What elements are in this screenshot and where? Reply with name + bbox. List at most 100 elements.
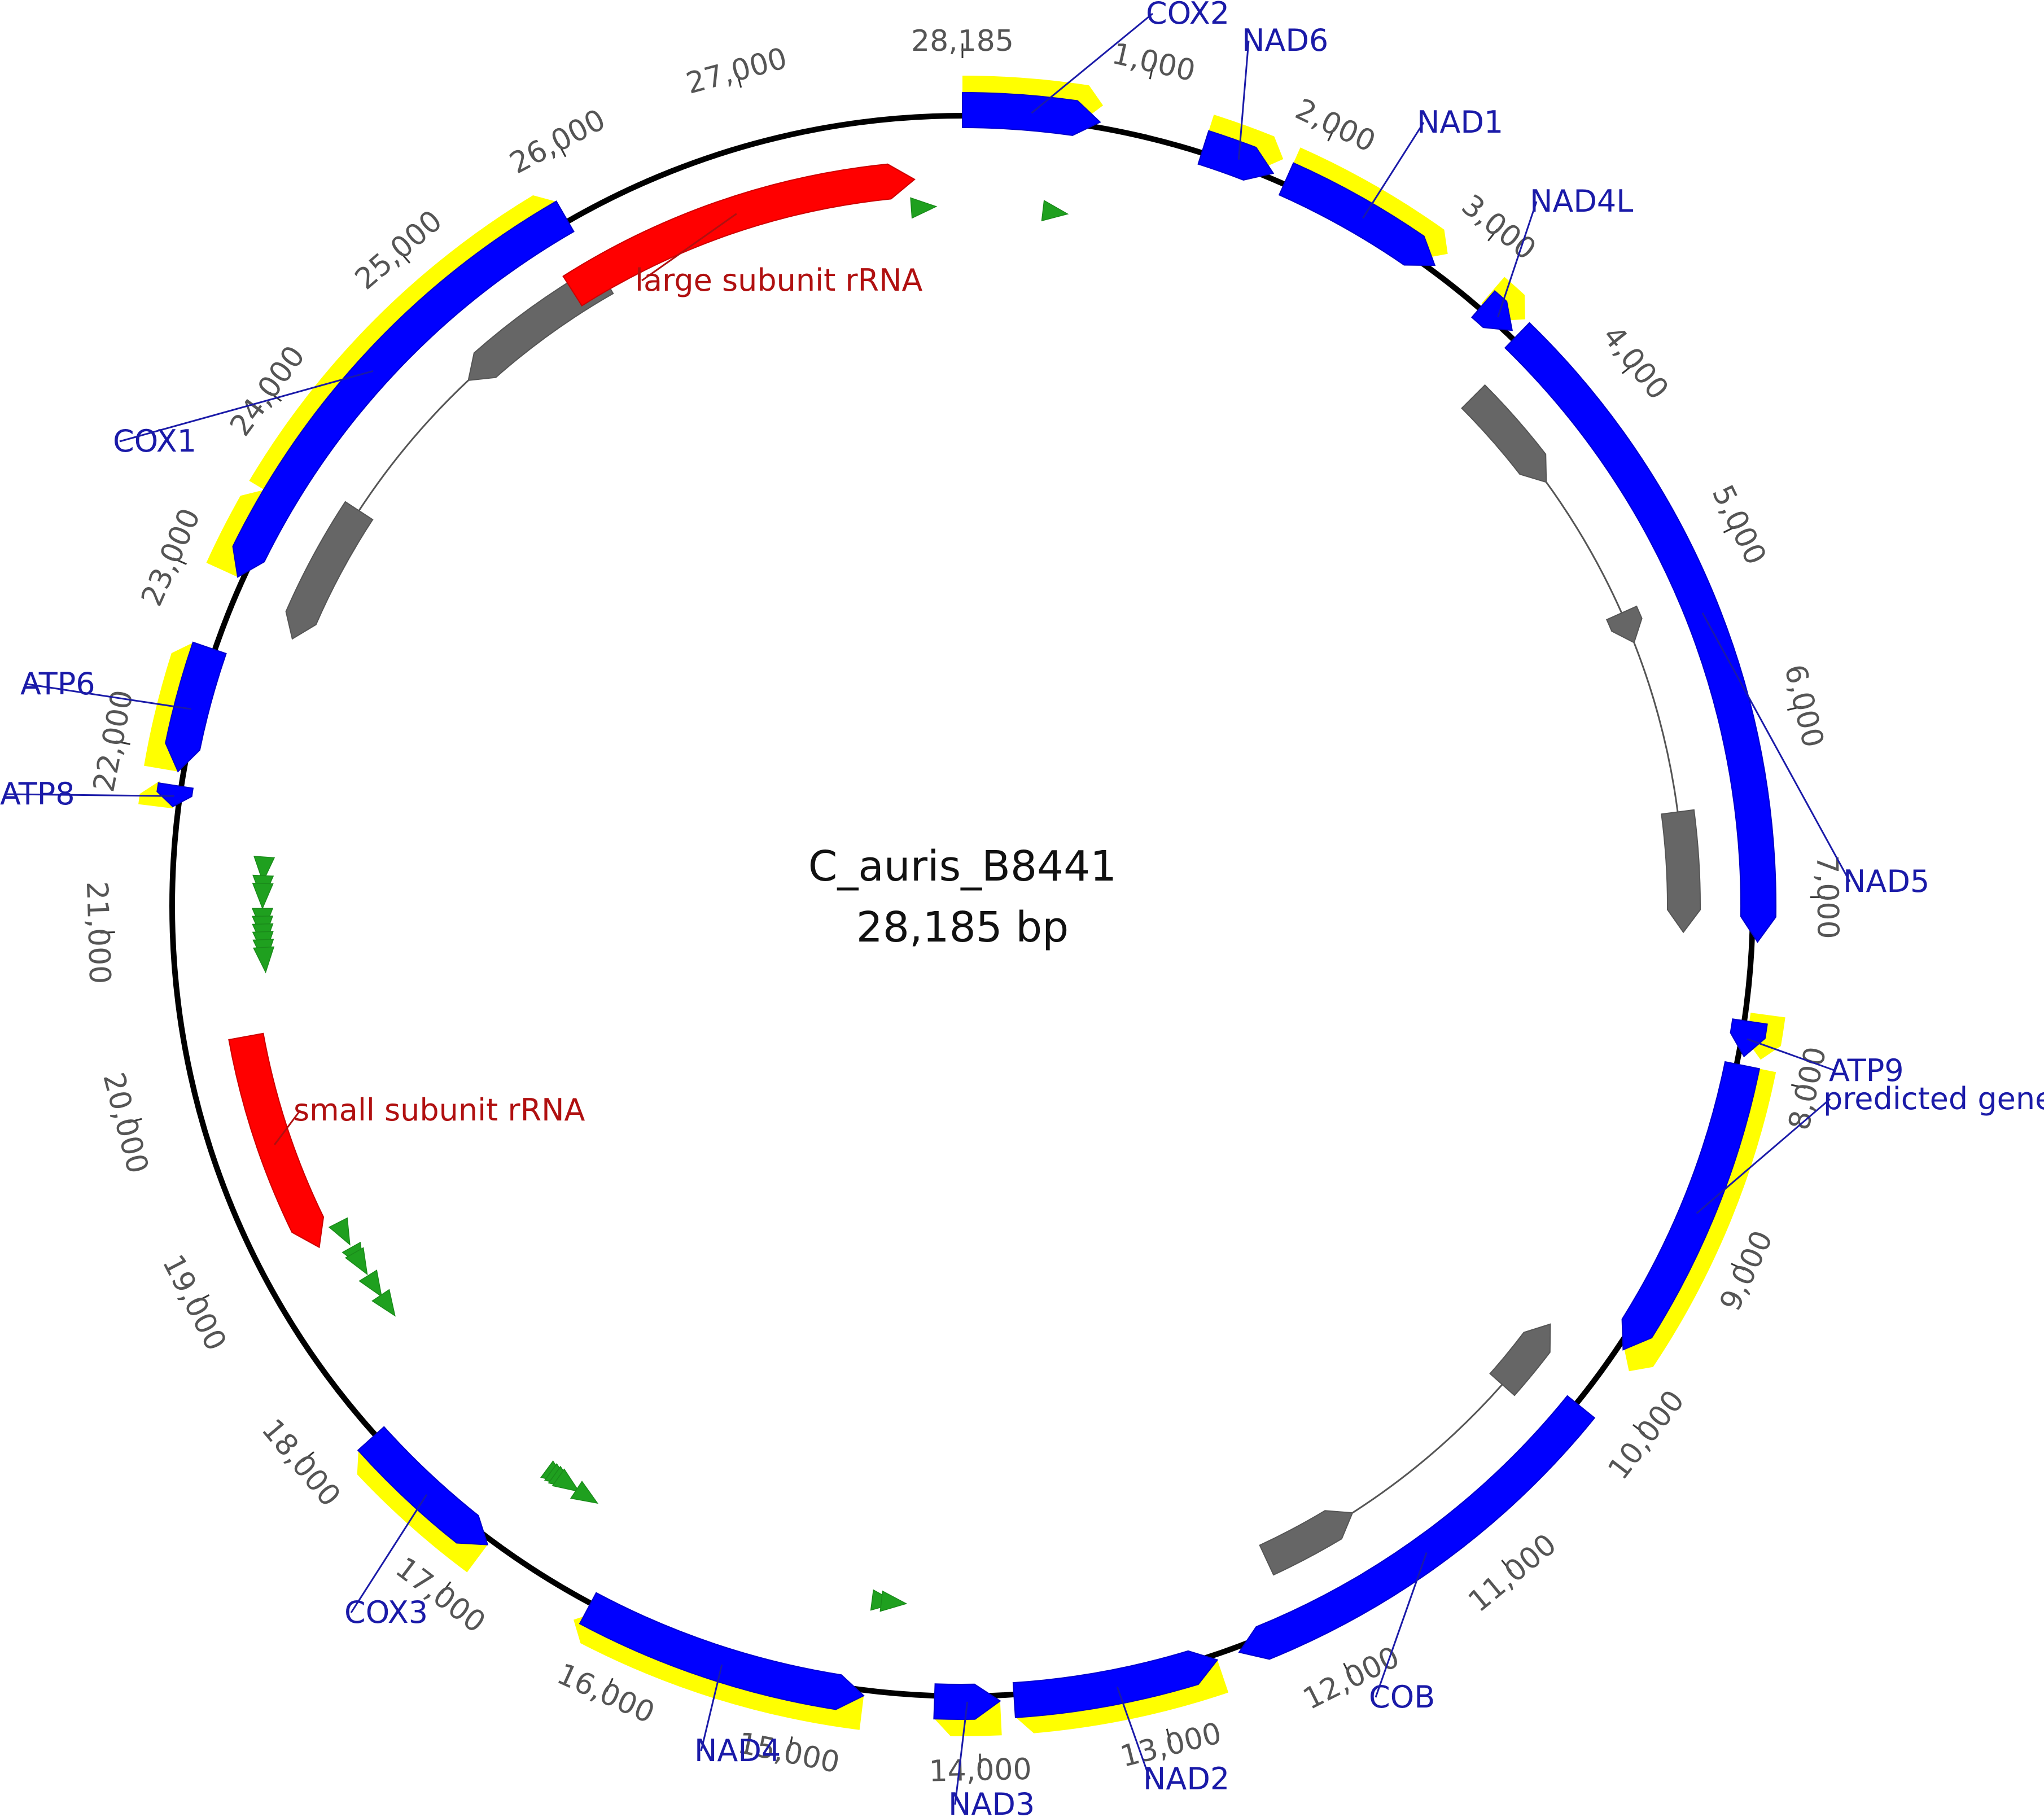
label-leader-line [1497,201,1538,318]
label-leader-line [1116,1686,1151,1780]
tick-mark [1731,1263,1745,1271]
label-leader-line [1747,1038,1836,1072]
trna-marker [358,1269,383,1298]
gene-label: COX2 [1146,0,1229,31]
label-leader-line [1031,12,1153,114]
tick-label: 1,000 [1109,37,1198,88]
trna-marker [344,1247,368,1276]
tick-mark [1787,706,1802,711]
tick-mark [1149,64,1154,80]
tick-mark [1343,1662,1351,1677]
tick-label: 21,000 [80,881,117,985]
tick-label: 22,000 [87,688,140,795]
gene-arrow [1238,1395,1596,1660]
gene-arrow [1197,130,1275,181]
gene-label: NAD2 [1143,1761,1229,1797]
gene-arrow [933,1683,1001,1720]
tick-label: 4,000 [1596,319,1675,406]
tick-mark [1487,229,1498,242]
label-leader-line [27,683,192,710]
tick-mark [399,251,411,264]
gene-label: ATP6 [20,666,95,702]
gene-arrow [156,782,194,808]
gene-arrow [232,200,575,578]
inner-feature-layer [228,163,1701,1612]
trna-marker [371,1289,396,1317]
tick-mark [127,1118,142,1124]
tick-mark [100,931,115,934]
tick-label: 14,000 [929,1753,1032,1789]
tick-label: 11,000 [1462,1527,1563,1619]
gene-arrow [1504,322,1776,943]
map-length: 28,185 bp [856,903,1069,952]
gene-arrow [579,1592,865,1710]
gene-arrow [1278,162,1436,266]
gene-label: NAD5 [1843,864,1929,899]
tick-mark [1723,525,1737,533]
tick-mark [1621,364,1634,374]
label-leader-line [6,793,174,797]
orf-link-arc [1352,1383,1503,1514]
orf-link-layer [358,379,1679,1514]
tick-mark [606,1678,614,1692]
gene-label: ATP9 [1829,1053,1904,1088]
trna-marker [570,1481,599,1504]
gene-label: COB [1369,1679,1435,1715]
tick-label: 10,000 [1601,1384,1691,1486]
orf-arrow [1461,384,1547,483]
tick-label: 18,000 [255,1413,347,1513]
tick-label: 5,000 [1705,480,1772,570]
tick-mark [173,557,187,565]
label-leader-line [1701,612,1851,882]
label-leader-line [274,1110,301,1145]
gene-arrow [962,91,1101,136]
gene-label: NAD1 [1417,104,1503,140]
map-name: C_auris_B8441 [808,842,1117,891]
tick-mark [1632,1424,1645,1435]
orf-arrow [1605,605,1643,643]
gene-arrow [1470,290,1513,331]
orf-link-arc [1546,481,1623,614]
gene-label: ATP8 [0,776,75,812]
rrna-arrow [228,1032,325,1249]
rrna-label: small subunit rRNA [294,1092,585,1128]
cds-highlight-band [138,781,174,809]
tick-label: 28,185 [911,24,1014,58]
orf-link-arc [1633,642,1679,812]
orf-arrow [1489,1323,1551,1396]
trna-marker [253,946,275,974]
gene-label: predicted gene [1823,1081,2044,1117]
gene-arrow [1012,1650,1219,1718]
gene-label: NAD4 [694,1733,781,1768]
tick-label: 23,000 [135,503,207,611]
tick-mark [1327,127,1336,142]
tick-mark [1791,1084,1806,1089]
tick-label: 3,000 [1455,188,1542,266]
tick-mark [558,143,567,157]
tick-label: 26,000 [504,103,611,181]
tick-label: 7,000 [1810,855,1845,939]
tick-mark [1166,1728,1171,1744]
tick-mark [736,73,742,88]
orf-arrow [1661,809,1701,934]
gene-arrow [1621,1061,1761,1351]
gene-arrow [1730,1018,1768,1058]
gene-label: NAD3 [948,1787,1035,1817]
label-leader-line [1237,40,1250,160]
label-leader-line [641,213,737,282]
gene-label: NAD4L [1530,183,1633,219]
tick-mark [979,1753,981,1768]
gene-label: COX1 [113,423,196,459]
tick-mark [788,1736,793,1752]
trna-marker [910,197,938,219]
tick-mark [269,391,282,402]
rrna-arrow [562,163,916,307]
gene-arrow [165,641,227,773]
gene-arrow [357,1426,489,1545]
trna-marker [252,882,274,910]
tick-mark [195,1294,210,1303]
tick-mark [302,1451,314,1463]
